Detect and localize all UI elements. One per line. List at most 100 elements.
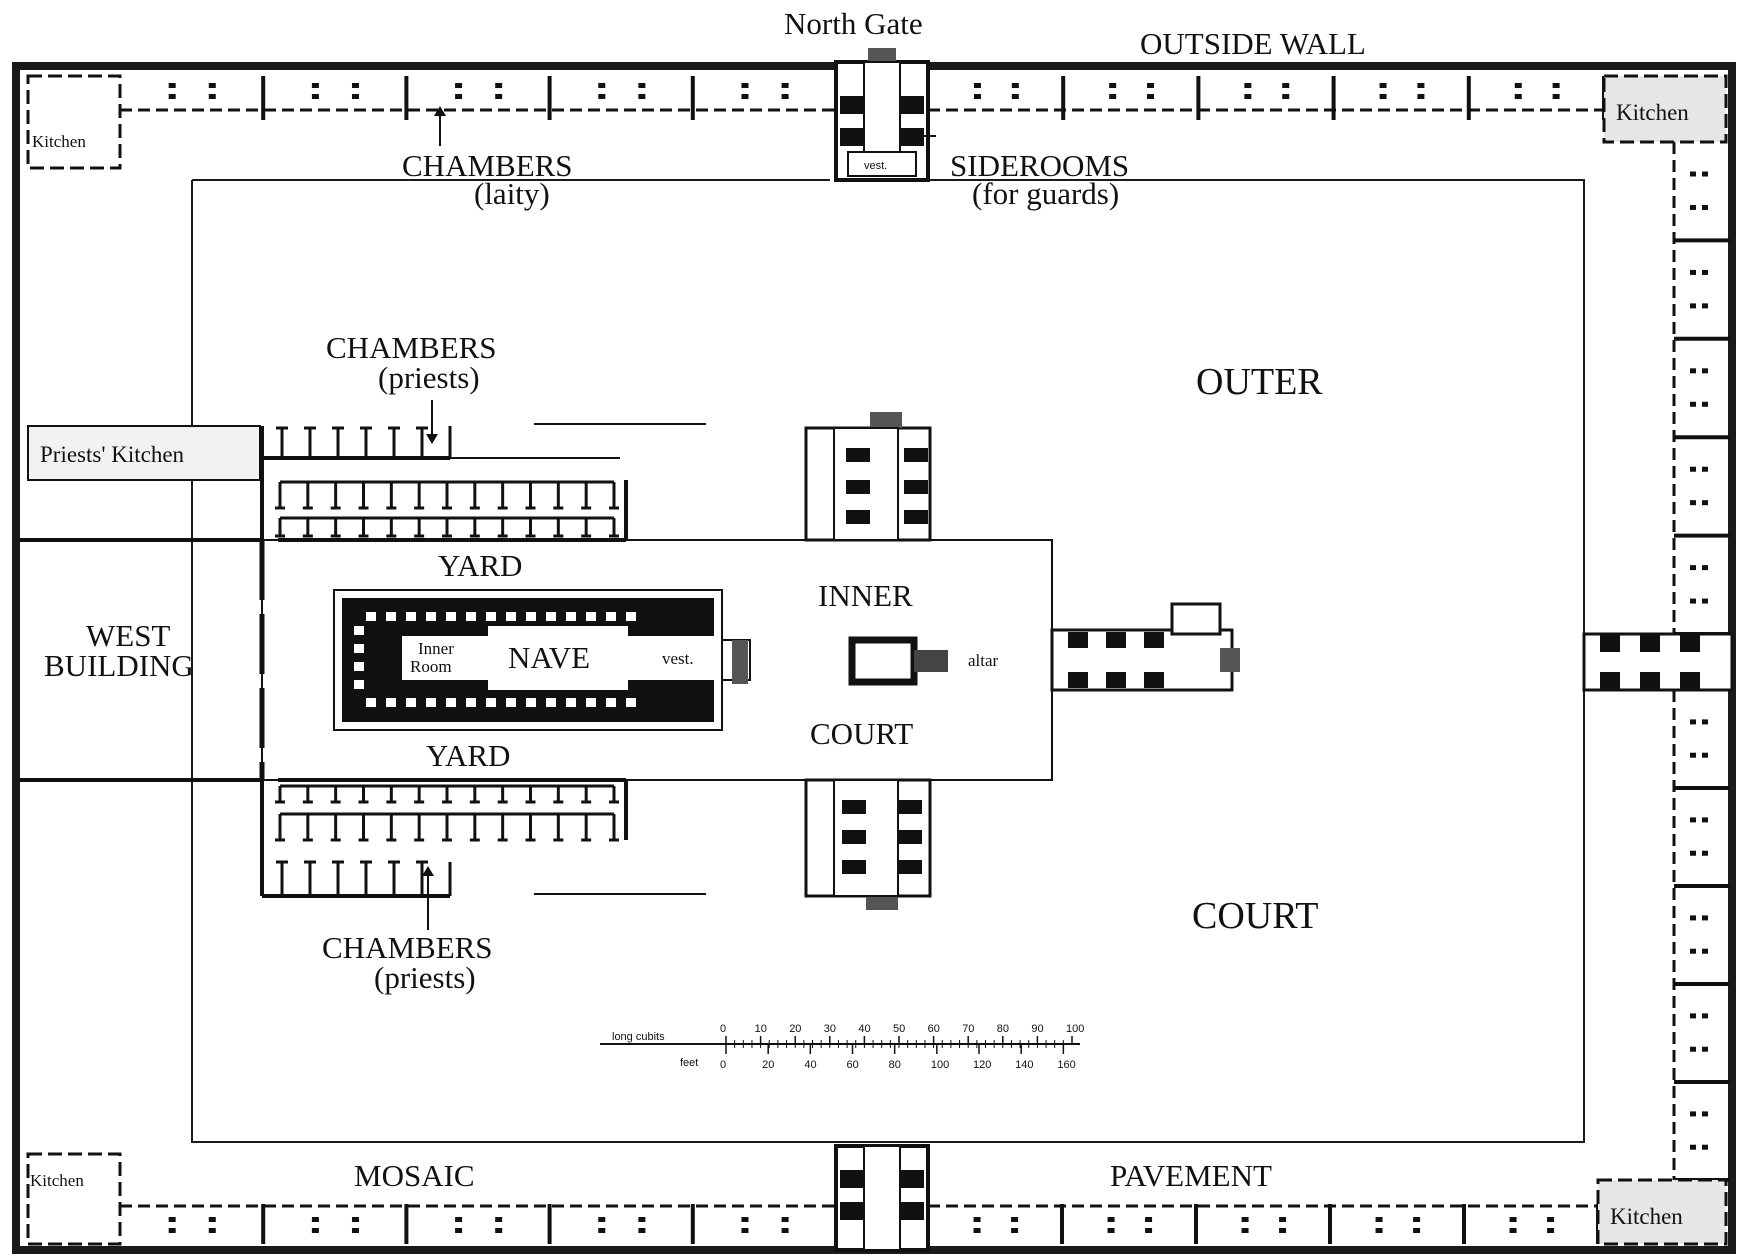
inner-room-label-1: Inner (418, 639, 454, 658)
south-gate (834, 1144, 930, 1252)
inner-room-label-2: Room (410, 657, 452, 676)
scale-foot-value: 140 (1015, 1059, 1033, 1071)
room-dot (1690, 719, 1696, 725)
room-dot (1702, 171, 1708, 177)
room-dot (598, 83, 606, 88)
side-cell (426, 612, 436, 621)
side-cell (526, 612, 536, 621)
room-dot (973, 1228, 981, 1233)
chambers-column-east-north (1672, 142, 1730, 636)
temple-building (333, 589, 751, 731)
kitchen-nw-label: Kitchen (32, 132, 86, 151)
room-dot (781, 1217, 789, 1222)
room-dot (1702, 1111, 1708, 1117)
room-dot (208, 94, 216, 99)
room-dot (1109, 83, 1117, 88)
room-dot (1417, 83, 1425, 88)
kitchen-ne-label: Kitchen (1616, 100, 1689, 125)
room-dot (1690, 598, 1696, 604)
side-cell (626, 698, 636, 707)
side-cell (486, 612, 496, 621)
side-cell (426, 698, 436, 707)
room-dot (351, 1217, 359, 1222)
scale-cubit-value: 20 (789, 1023, 801, 1035)
room-dot (495, 94, 503, 99)
room-dot (1011, 94, 1019, 99)
room-dot (1690, 817, 1696, 823)
room-dot (351, 83, 359, 88)
side-cell (546, 612, 556, 621)
side-cell (626, 612, 636, 621)
room-dot (495, 1228, 503, 1233)
room-dot (638, 83, 646, 88)
side-cell (486, 698, 496, 707)
pavement-label: PAVEMENT (1110, 1158, 1272, 1193)
room-dot (1702, 565, 1708, 571)
temple-vestibule-label: vest. (662, 649, 694, 668)
scale-foot-value: 60 (847, 1059, 859, 1071)
scale-foot-value: 80 (889, 1059, 901, 1071)
room-dot (781, 83, 789, 88)
side-cell (386, 698, 396, 707)
room-dot (1375, 1228, 1383, 1233)
chambers-laity-sub: (laity) (474, 176, 550, 211)
scale-cubit-value: 90 (1031, 1023, 1043, 1035)
side-cell (526, 698, 536, 707)
side-cell (446, 612, 456, 621)
room-dot (495, 83, 503, 88)
west-complex: Priests' Kitchen (20, 425, 265, 782)
kitchen-se-label: Kitchen (1610, 1204, 1683, 1229)
room-dot (455, 1228, 463, 1233)
scale-foot-value: 120 (973, 1059, 991, 1071)
inner-court-label: COURT (810, 716, 913, 751)
room-dot (1514, 94, 1522, 99)
room-dot (1509, 1228, 1517, 1233)
room-dot (1702, 1144, 1708, 1150)
kitchen-sw (26, 1152, 122, 1246)
kitchen-ne (1602, 74, 1728, 144)
priests-chambers-south (260, 778, 706, 898)
room-dot (1702, 752, 1708, 758)
side-cell (586, 698, 596, 707)
room-dot (1552, 94, 1560, 99)
room-dot (1702, 719, 1708, 725)
room-dot (1702, 598, 1708, 604)
room-dot (208, 1228, 216, 1233)
scale-cubits-label: long cubits (612, 1031, 665, 1043)
yard-south-label: YARD (426, 738, 510, 773)
room-dot (1145, 1228, 1153, 1233)
room-dot (1279, 1228, 1287, 1233)
outside-wall-label: OUTSIDE WALL (1140, 26, 1366, 61)
room-dot (1509, 1217, 1517, 1222)
chambers-row-north-west (120, 76, 838, 120)
scale-cubit-value: 60 (928, 1023, 940, 1035)
room-dot (311, 83, 319, 88)
side-cell (406, 612, 416, 621)
room-dot (1702, 915, 1708, 921)
room-dot (1702, 948, 1708, 954)
room-dot (1241, 1217, 1249, 1222)
room-dot (208, 83, 216, 88)
kitchen-sw-label: Kitchen (30, 1171, 84, 1190)
room-dot (1690, 915, 1696, 921)
scale-foot-value: 0 (720, 1059, 726, 1071)
room-dot (351, 1228, 359, 1233)
room-dot (1241, 1228, 1249, 1233)
room-dot (1547, 1228, 1555, 1233)
room-dot (208, 1217, 216, 1222)
room-dot (311, 1217, 319, 1222)
room-dot (455, 94, 463, 99)
side-cell (466, 698, 476, 707)
room-dot (638, 1217, 646, 1222)
room-dot (1690, 1111, 1696, 1117)
room-dot (1413, 1217, 1421, 1222)
room-dot (1107, 1217, 1115, 1222)
scale-foot-value: 40 (804, 1059, 816, 1071)
chambers-priests-north-arrow (426, 400, 438, 444)
room-dot (168, 1217, 176, 1222)
outer-court-label: COURT (1192, 895, 1319, 937)
chambers-row-south-west (120, 1204, 838, 1244)
mosaic-label: MOSAIC (354, 1158, 475, 1193)
